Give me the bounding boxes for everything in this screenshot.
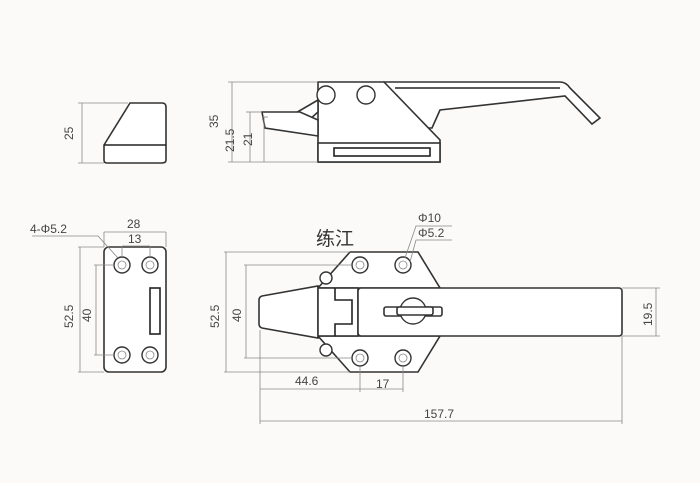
watermark: 练江 [316, 228, 354, 250]
dim-plate-inner-width: 13 [128, 232, 142, 246]
dim-main-d5-2: Φ5.2 [418, 226, 445, 240]
dim-main-height: 52.5 [208, 304, 222, 328]
dim-side-height-21: 21 [241, 132, 255, 146]
dim-block-height: 25 [62, 126, 76, 140]
dim-main-d10: Φ10 [418, 211, 441, 225]
dim-main-44-6: 44.6 [295, 374, 319, 388]
dim-main-length: 157.7 [424, 407, 454, 421]
dim-handle-height: 19.5 [641, 302, 655, 326]
dim-side-height-35: 35 [207, 114, 221, 128]
mounting-plate-front-view [32, 231, 167, 373]
latch-top-view [224, 225, 660, 424]
dim-plate-width: 28 [127, 217, 141, 231]
striker-block-side-view [78, 102, 167, 164]
dim-main-17: 17 [376, 377, 390, 391]
dim-plate-holes: 4-Φ5.2 [30, 222, 67, 236]
dim-side-height-21-5: 21.5 [223, 128, 237, 152]
latch-side-view [228, 81, 602, 163]
dim-main-inner-height: 40 [230, 308, 244, 322]
dim-plate-height: 52.5 [62, 304, 76, 328]
dim-plate-inner-height: 40 [80, 308, 94, 322]
